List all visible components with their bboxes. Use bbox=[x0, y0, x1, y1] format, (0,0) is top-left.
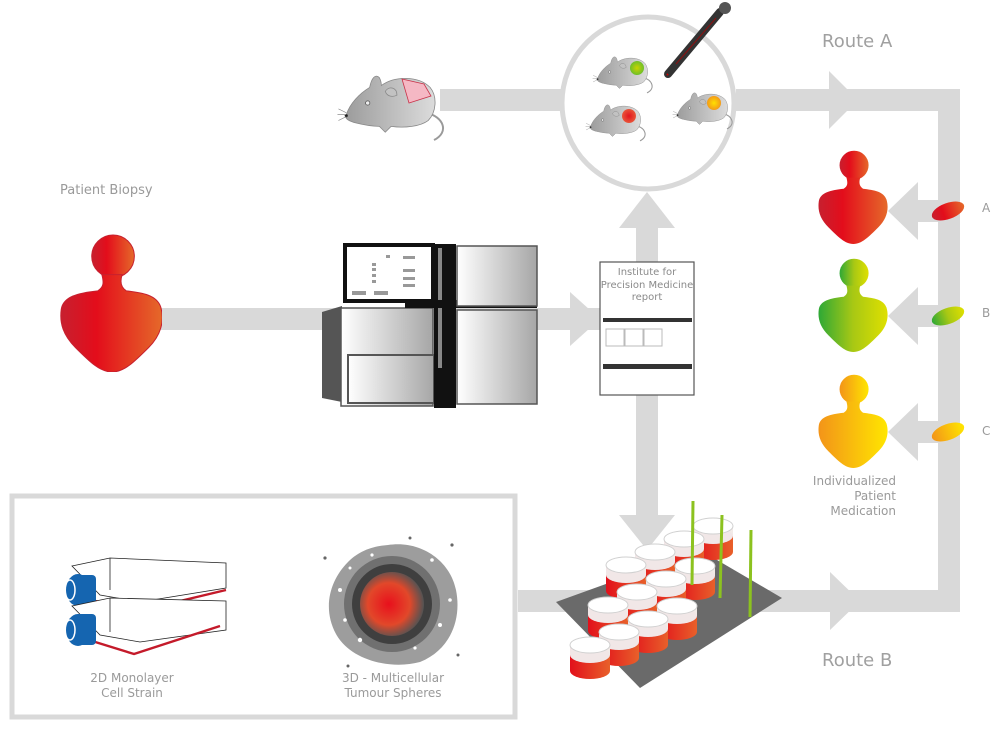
report-title-line: Precision Medicine bbox=[600, 279, 694, 291]
well-plate-icon bbox=[556, 500, 782, 688]
report-title: Institute for Precision Medicine report bbox=[600, 267, 694, 305]
mouse-with-tumor-yellow bbox=[672, 92, 733, 130]
tumor-yellow-dot bbox=[707, 96, 721, 110]
arrow-mouse-to-circle bbox=[440, 89, 570, 111]
arrow-head-to-plate bbox=[619, 515, 675, 550]
patient-option-c-figure bbox=[818, 374, 888, 468]
tumour-spheres-label-line: Tumour Spheres bbox=[344, 686, 442, 700]
report-title-line: report bbox=[631, 292, 663, 303]
pipette-tips bbox=[690, 500, 753, 618]
option-a-letter: A bbox=[982, 201, 991, 215]
monolayer-label: 2D Monolayer Cell Strain bbox=[64, 671, 200, 701]
pill-a-icon bbox=[931, 201, 965, 221]
arrow-head-to-report bbox=[570, 292, 600, 346]
monolayer-label-line: Cell Strain bbox=[101, 686, 163, 700]
medication-label-line: Individualized bbox=[812, 474, 896, 488]
route-b-arrow-head bbox=[830, 572, 860, 630]
patient-option-a-figure bbox=[818, 150, 888, 244]
monolayer-label-line: 2D Monolayer bbox=[90, 671, 174, 685]
option-b-letter: B bbox=[982, 306, 991, 320]
medication-label-line: Medication bbox=[830, 504, 896, 518]
cell-culture-flasks-icon bbox=[64, 557, 227, 656]
tumour-sphere-icon bbox=[323, 536, 460, 668]
option-c-letter: C bbox=[982, 424, 991, 438]
report-to-plate-line bbox=[636, 395, 658, 515]
route-a-arrow-head bbox=[829, 71, 858, 129]
right-vertical-line bbox=[938, 89, 960, 612]
well bbox=[569, 636, 611, 679]
patient-biopsy-label: Patient Biopsy bbox=[60, 183, 153, 198]
tumour-spheres-label-line: 3D - Multicellular bbox=[341, 671, 445, 685]
medication-label-line: Patient bbox=[854, 489, 896, 503]
mouse-with-tumor-green bbox=[592, 56, 653, 94]
tumor-red-dot bbox=[622, 109, 636, 123]
report-title-line: Institute for bbox=[617, 267, 677, 278]
mouse-trial-circle bbox=[559, 14, 737, 192]
syringe-icon bbox=[664, 2, 731, 78]
branch-b-arrow-head bbox=[888, 287, 918, 345]
medication-label: Individualized Patient Medication bbox=[790, 474, 896, 519]
report-to-circle-line bbox=[636, 228, 658, 262]
mouse-with-tumor-red bbox=[585, 104, 646, 142]
tumour-spheres-label: 3D - Multicellular Tumour Spheres bbox=[318, 671, 468, 701]
pill-c-icon bbox=[931, 422, 965, 442]
arrow-head-to-circle bbox=[619, 192, 675, 228]
tumor-green-dot bbox=[630, 61, 644, 75]
branch-a-arrow-head bbox=[888, 182, 918, 240]
pill-b-icon bbox=[931, 306, 965, 326]
precision-medicine-report bbox=[599, 261, 695, 396]
route-a-label: Route A bbox=[822, 31, 893, 52]
source-mouse-with-graft bbox=[336, 75, 445, 142]
sequencer-machine bbox=[322, 243, 538, 408]
branch-c-arrow-head bbox=[888, 403, 918, 461]
patient-biopsy-figure bbox=[60, 234, 162, 372]
route-b-label: Route B bbox=[822, 650, 893, 671]
patient-option-b-figure bbox=[818, 258, 888, 352]
